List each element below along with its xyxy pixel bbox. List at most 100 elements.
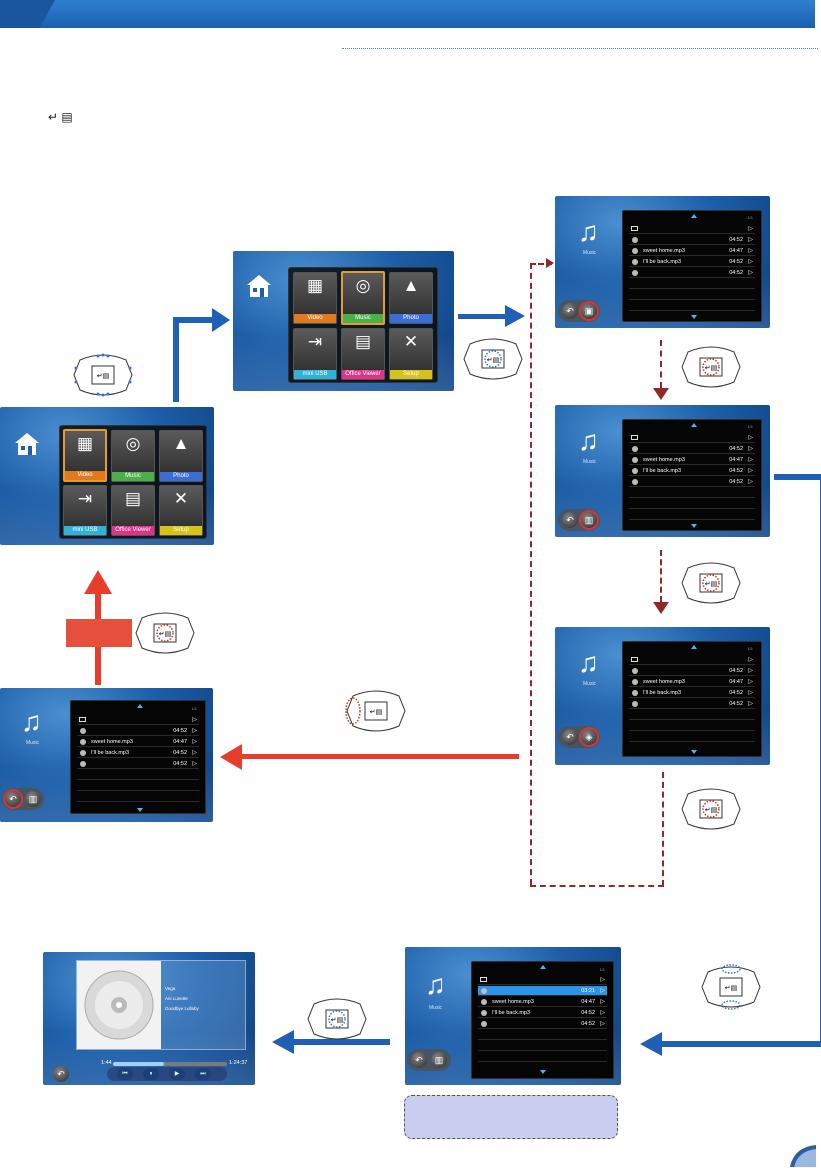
flow-arrow	[774, 474, 821, 480]
music-label: Music	[583, 681, 597, 687]
tile-music[interactable]: ◎Music	[341, 271, 385, 325]
list-item[interactable]: 04:52▷	[629, 699, 755, 709]
remote-keypad-icon-enter-red: ↵▤	[135, 612, 195, 654]
sd-card-icon[interactable]: ▥	[25, 791, 41, 807]
back-icon[interactable]: ↶	[5, 791, 21, 807]
dashed-connector	[660, 340, 662, 388]
remote-keypad-icon-left-red: ↵▤	[345, 690, 406, 732]
flow-arrow	[660, 1041, 821, 1047]
dashed-connector	[530, 263, 552, 265]
back-icon[interactable]: ↶	[562, 303, 578, 319]
list-item[interactable]: 04:52▷	[629, 235, 755, 245]
previous-icon[interactable]: ⏮	[117, 1068, 133, 1080]
cd-disc-icon	[84, 970, 154, 1040]
remote-keypad-icon-enter-red: ↵▤	[681, 562, 741, 604]
music-note-icon: ♫	[425, 969, 446, 1000]
svg-text:↵▤: ↵▤	[725, 985, 737, 992]
dashed-connector	[530, 885, 664, 887]
dashed-connector	[530, 263, 532, 885]
sd-card-icon[interactable]: ▥	[431, 1052, 447, 1068]
remote-keypad-icon-enter-blue: ↵▤	[307, 998, 367, 1040]
flow-arrow-right	[173, 317, 219, 323]
arrow-head-right	[505, 305, 525, 327]
dotted-rule	[342, 48, 818, 49]
flow-arrow-to-player	[292, 1039, 390, 1045]
list-item[interactable]: ▷	[629, 433, 755, 443]
tile-mini-usb[interactable]: ⇥mini USB	[63, 485, 107, 536]
internal-memory-icon[interactable]: ◈	[581, 729, 597, 745]
music-note-icon: ♫	[21, 706, 42, 737]
home-screen-video-selected: ▦Video ◎Music ▲Photo ⇥mini USB ▤Office V…	[0, 407, 214, 545]
arrow-head-left	[640, 1032, 662, 1056]
tile-office-viewer[interactable]: ▤Office Viewer	[341, 328, 385, 380]
list-item[interactable]: ▷	[478, 975, 607, 985]
arrow-head-left	[272, 1030, 294, 1054]
list-item[interactable]: 04:52▷	[478, 1019, 607, 1029]
tile-photo[interactable]: ▲Photo	[389, 272, 433, 324]
back-icon[interactable]: ↶	[411, 1052, 427, 1068]
enter-menu-key-glyph: ↵ ▤	[48, 110, 73, 124]
dashed-connector	[660, 550, 662, 602]
list-item-selected[interactable]: 03:21▷	[478, 986, 607, 996]
list-item[interactable]: ▷	[629, 655, 755, 665]
note-box	[404, 1095, 618, 1139]
back-icon[interactable]: ↶	[562, 729, 578, 745]
tile-setup[interactable]: ✕Setup	[389, 328, 433, 380]
tile-setup[interactable]: ✕Setup	[159, 485, 203, 536]
list-item[interactable]: 04:52▷	[629, 666, 755, 676]
list-item[interactable]: 04:52▷	[77, 726, 199, 736]
flow-arrow-up	[173, 317, 179, 402]
remote-keypad-icon-enter-red: ↵▤	[681, 346, 741, 388]
music-label: Music	[583, 250, 597, 256]
tile-video[interactable]: ▦Video	[293, 272, 337, 324]
tile-video[interactable]: ▦Video	[63, 429, 107, 482]
tile-office-viewer[interactable]: ▤Office Viewer	[111, 485, 155, 536]
svg-text:↵▤: ↵▤	[370, 709, 382, 716]
back-icon[interactable]: ↶	[53, 1066, 69, 1082]
progress-bar[interactable]	[113, 1062, 227, 1066]
list-item[interactable]: 04:52▷	[629, 477, 755, 487]
total-time: 1:24:37	[229, 1060, 248, 1066]
track-info-2: Ani Lunette	[165, 996, 188, 1001]
remote-keypad-icon-enter: ↵▤	[463, 338, 523, 380]
tile-photo[interactable]: ▲Photo	[159, 430, 203, 482]
list-item[interactable]: 04:52▷	[77, 759, 199, 769]
back-icon[interactable]: ↶	[562, 512, 578, 528]
play-icon[interactable]: ▶	[169, 1068, 185, 1080]
remote-keypad-icon-enter-red: ↵▤	[681, 788, 741, 830]
next-icon[interactable]: ⏭	[195, 1068, 211, 1080]
usb-device-icon[interactable]: ▣	[581, 303, 597, 319]
arrow-head-right	[212, 308, 230, 332]
music-player-screen: Vega Ani Lunette Goodbye Lullaby 1:44 1:…	[43, 952, 255, 1085]
svg-text:↵▤: ↵▤	[705, 807, 717, 814]
track-info-1: Vega	[165, 986, 176, 991]
svg-text:↵▤: ↵▤	[705, 365, 717, 372]
tile-music[interactable]: ◎Music	[111, 430, 155, 482]
music-note-icon: ♫	[578, 425, 599, 456]
list-item[interactable]: 04:52▷	[629, 268, 755, 278]
tile-mini-usb[interactable]: ⇥mini USB	[293, 328, 337, 380]
list-item[interactable]: ▷	[77, 715, 199, 725]
red-label-box	[66, 619, 132, 647]
list-item[interactable]: 04:52▷	[629, 444, 755, 454]
album-art	[77, 961, 161, 1049]
svg-text:↵▤: ↵▤	[705, 581, 717, 588]
sd-card-icon[interactable]: ▥	[581, 512, 597, 528]
pause-icon[interactable]: ⏸	[143, 1068, 159, 1080]
list-item[interactable]: ▷	[629, 224, 755, 234]
remote-keypad-icon-updown-blue: ↵▤	[701, 964, 761, 1010]
